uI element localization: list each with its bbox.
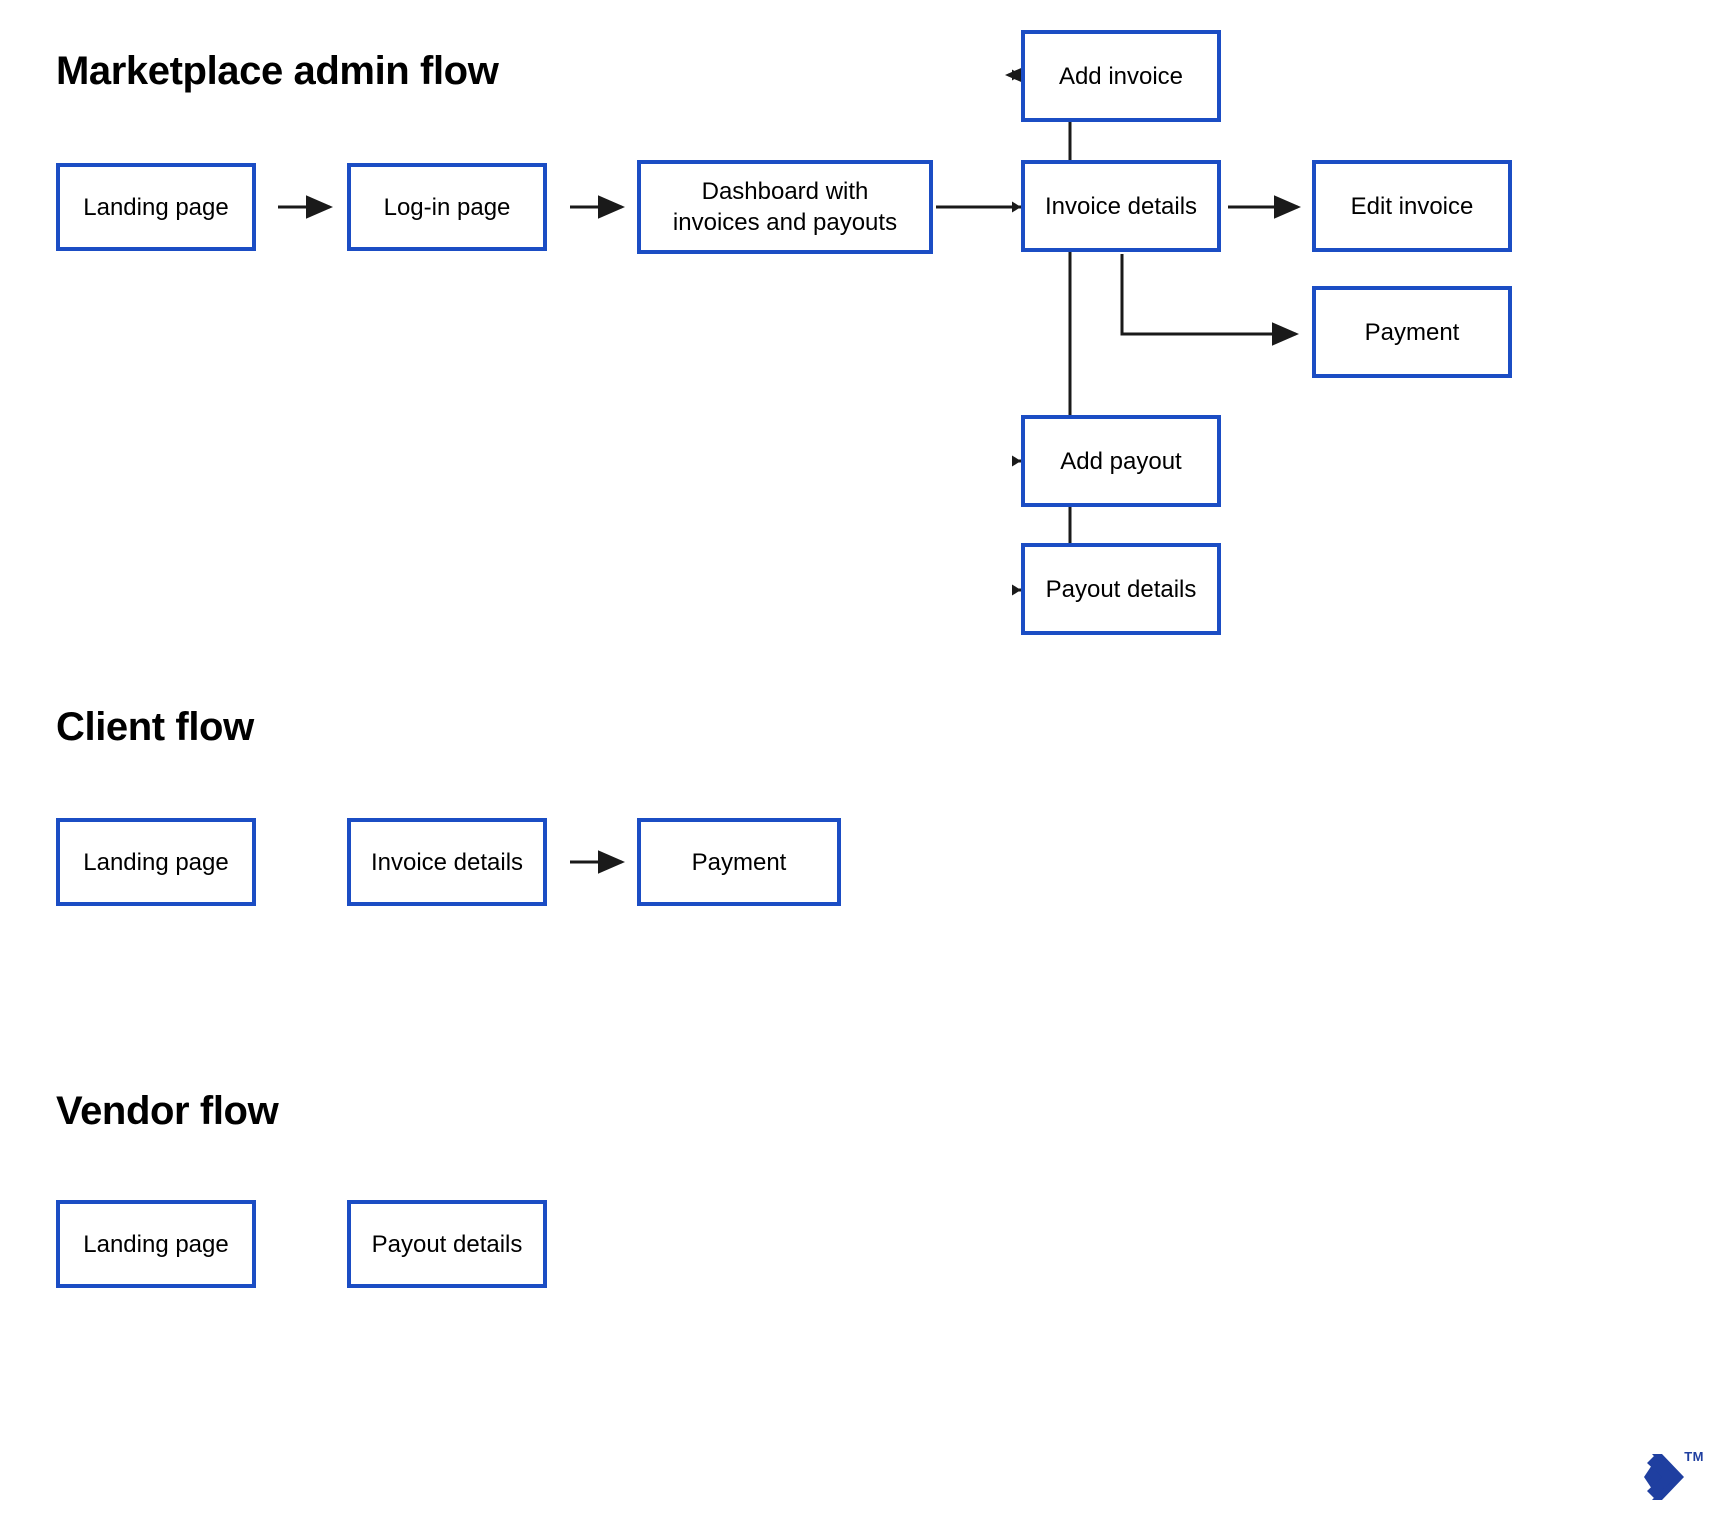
node-label: Add invoice	[1058, 62, 1184, 90]
trademark-mark: TM	[1684, 1449, 1704, 1464]
node-label: Invoice details	[370, 848, 524, 876]
client-node-payment[interactable]: Payment	[637, 818, 841, 906]
node-label: Payment	[1364, 318, 1460, 346]
admin-node-invoice-details[interactable]: Invoice details	[1021, 160, 1221, 252]
admin-node-landing-page[interactable]: Landing page	[56, 163, 256, 251]
admin-node-edit-invoice[interactable]: Edit invoice	[1312, 160, 1512, 252]
node-label: Landing page	[83, 193, 229, 221]
node-label: Payout details	[1045, 575, 1197, 603]
node-label: Invoice details	[1044, 192, 1198, 220]
arrow-invoice-details-to-payment	[1120, 254, 1299, 346]
toptal-logo-icon	[1644, 1454, 1684, 1500]
node-label: Log-in page	[383, 193, 511, 221]
admin-node-payout-details[interactable]: Payout details	[1021, 543, 1221, 635]
client-node-landing-page[interactable]: Landing page	[56, 818, 256, 906]
arrow-dashboard-to-branch-trunk	[936, 75, 1072, 590]
section-title-client: Client flow	[56, 705, 254, 749]
admin-node-payment[interactable]: Payment	[1312, 286, 1512, 378]
node-label: Landing page	[83, 848, 229, 876]
vendor-node-payout-details[interactable]: Payout details	[347, 1200, 547, 1288]
section-title-vendor: Vendor flow	[56, 1089, 279, 1133]
admin-node-dashboard[interactable]: Dashboard with invoices and payouts	[637, 160, 933, 254]
client-node-invoice-details[interactable]: Invoice details	[347, 818, 547, 906]
node-label: Landing page	[83, 1230, 229, 1258]
admin-node-login-page[interactable]: Log-in page	[347, 163, 547, 251]
vendor-node-landing-page[interactable]: Landing page	[56, 1200, 256, 1288]
section-title-admin: Marketplace admin flow	[56, 49, 499, 93]
node-label: Payout details	[371, 1230, 523, 1258]
node-label: Dashboard with invoices and payouts	[672, 178, 898, 236]
node-label: Edit invoice	[1350, 192, 1474, 220]
admin-node-add-payout[interactable]: Add payout	[1021, 415, 1221, 507]
node-label: Payment	[691, 848, 787, 876]
admin-node-add-invoice[interactable]: Add invoice	[1021, 30, 1221, 122]
node-label: Add payout	[1060, 447, 1182, 475]
